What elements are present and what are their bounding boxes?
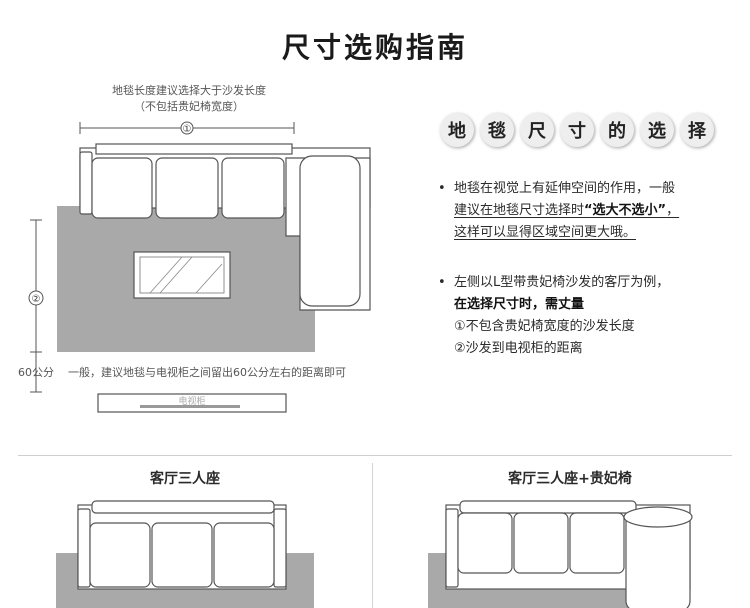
tip1-line2-prefix: 建议在地毯尺寸选择时 xyxy=(454,203,585,218)
heading-char-7: 择 xyxy=(680,113,714,147)
l-sofa-diagram: 地毯长度建议选择大于沙发长度 （不包括贵妃椅宽度） ① ② 电视柜 xyxy=(28,83,371,413)
seat-cushion-3 xyxy=(221,157,285,219)
seat-cushion-2 xyxy=(155,157,219,219)
seat-cushion-2 xyxy=(151,522,213,588)
tip2-line2: 在选择尺寸时，需丈量 xyxy=(454,297,585,312)
heading-char-5: 的 xyxy=(600,113,634,147)
seat-cushion-1 xyxy=(89,522,151,588)
tip-bullet-1: • 地毯在视觉上有延伸空间的作用，一般 建议在地毯尺寸选择时“选大不选小”， 这… xyxy=(438,178,679,244)
seat-cushion-1 xyxy=(457,512,513,574)
heading-char-6: 选 xyxy=(640,113,674,147)
tip2-line3: ①不包含贵妃椅宽度的沙发长度 xyxy=(454,319,635,334)
heading-char-4: 寸 xyxy=(560,113,594,147)
page-title: 尺寸选购指南 xyxy=(281,31,468,64)
bullet-dot: • xyxy=(438,275,446,290)
panel-label-three-seat-chaise: 客厅三人座+贵妃椅 xyxy=(508,471,632,487)
seat-cushion-2 xyxy=(513,512,569,574)
heading-char-3: 尺 xyxy=(520,113,554,147)
tip2-line1: 左侧以L型带贵妃椅沙发的客厅为例， xyxy=(454,275,670,290)
sofa-right-arm xyxy=(273,508,287,588)
panel-label-three-seat: 客厅三人座 xyxy=(150,471,220,487)
bullet-dot: • xyxy=(438,181,446,196)
panel-divider xyxy=(372,463,373,608)
three-seat-chaise-diagram xyxy=(428,500,693,608)
seat-cushion-1 xyxy=(91,157,153,219)
distance-note: 60公分 一般，建议地毯与电视柜之间留出60公分左右的距离即可 xyxy=(18,364,346,380)
tip1-line3: 这样可以显得区域空间更大哦。 xyxy=(454,225,637,240)
width-note-line1: 地毯长度建议选择大于沙发长度 xyxy=(112,83,266,97)
coffee-table xyxy=(133,251,231,299)
width-note-line2: （不包括贵妃椅宽度） xyxy=(134,99,244,113)
tips-heading: 地 毯 尺 寸 的 选 择 xyxy=(440,113,720,153)
marker-2: ② xyxy=(32,294,41,305)
dimension-line-1: ① xyxy=(79,121,295,135)
section-divider xyxy=(18,455,732,456)
heading-char-2: 毯 xyxy=(480,113,514,147)
sofa-left-arm xyxy=(445,508,459,588)
distance-note-text: 一般，建议地毯与电视柜之间留出60公分左右的距离即可 xyxy=(68,366,346,379)
seat-cushion-3 xyxy=(569,512,625,574)
tip1-line1: 地毯在视觉上有延伸空间的作用，一般 xyxy=(454,181,676,196)
tip2-line4: ②沙发到电视柜的距离 xyxy=(454,341,583,356)
tip1-line2: 建议在地毯尺寸选择时“选大不选小”， xyxy=(438,200,679,222)
dimension-line-2: ② xyxy=(28,219,44,393)
sofa-left-arm xyxy=(77,508,91,588)
tip1-emphasis: “选大不选小” xyxy=(584,203,667,218)
three-seat-sofa-diagram xyxy=(56,500,314,608)
tip1-line2-suffix: ， xyxy=(666,203,680,218)
tv-cabinet-label: 电视柜 xyxy=(178,395,205,407)
distance-label: 60公分 xyxy=(18,366,54,379)
tip-bullet-2: • 左侧以L型带贵妃椅沙发的客厅为例， 在选择尺寸时，需丈量 ①不包含贵妃椅宽度… xyxy=(438,272,669,360)
seat-cushion-3 xyxy=(213,522,275,588)
marker-1: ① xyxy=(183,124,192,135)
sofa-left-arm xyxy=(79,151,93,215)
heading-char-1: 地 xyxy=(440,113,474,147)
